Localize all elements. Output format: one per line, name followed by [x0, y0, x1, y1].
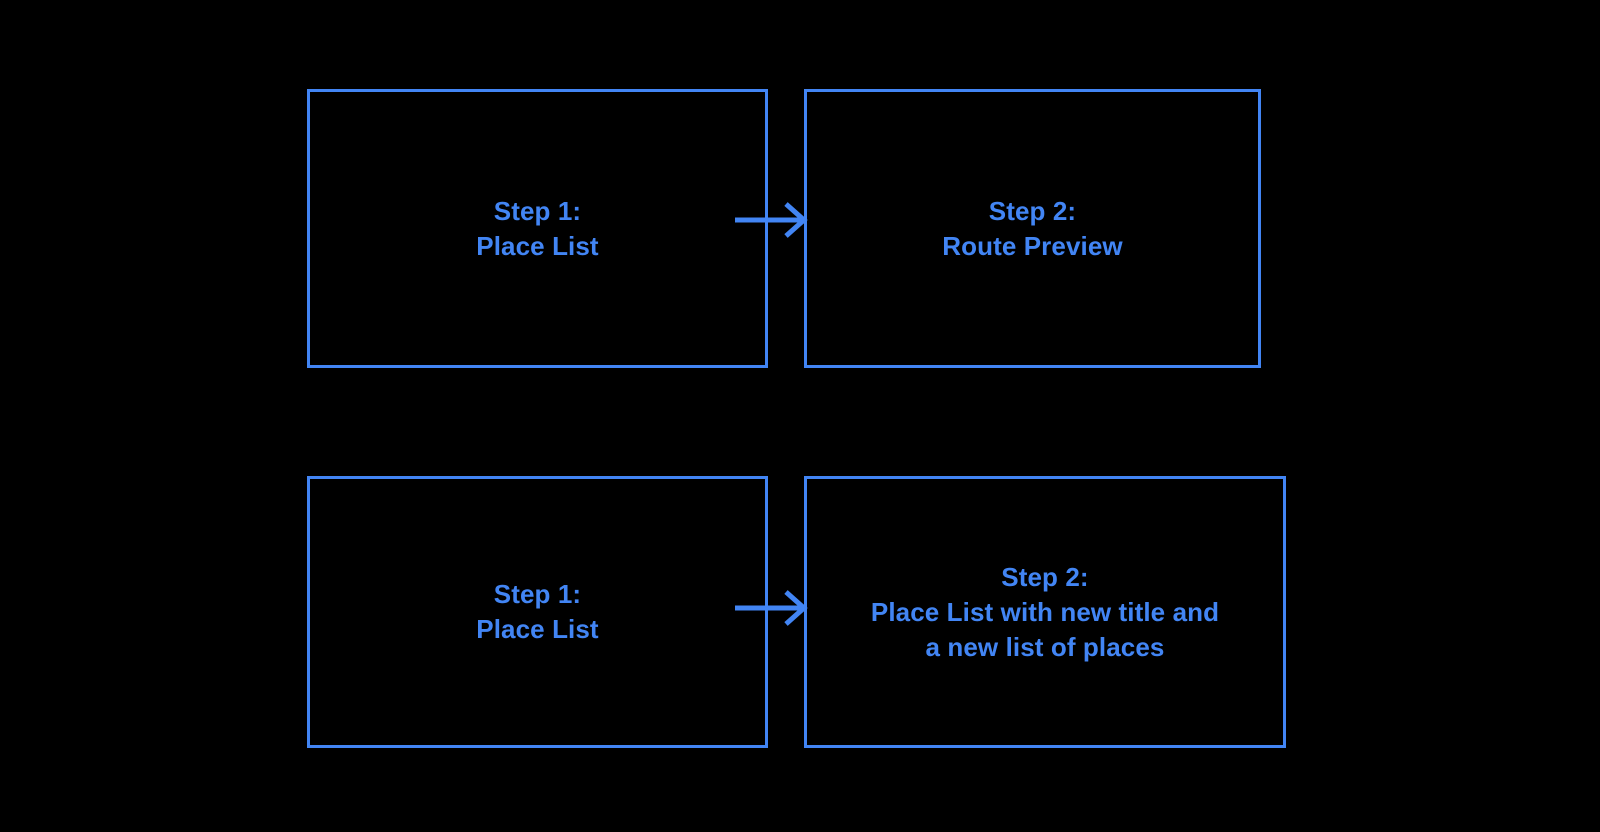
- step-box-label: Step 2: Place List with new title and a …: [870, 561, 1220, 662]
- step-box-2-place-list-updated[interactable]: Step 2: Place List with new title and a …: [804, 476, 1286, 748]
- step-box-label: Step 1: Place List: [476, 579, 599, 644]
- step-box-1-place-list[interactable]: Step 1: Place List: [307, 89, 768, 368]
- flow-row-place-list-update: Step 1: Place List Step 2: Place List wi…: [0, 476, 1600, 748]
- step-box-label: Step 1: Place List: [476, 195, 599, 261]
- step-box-label: Step 2: Route Preview: [942, 195, 1123, 261]
- step-box-1-place-list[interactable]: Step 1: Place List: [307, 476, 768, 748]
- flow-row-route-preview: Step 1: Place List Step 2: Route Preview: [0, 89, 1600, 368]
- step-box-2-route-preview[interactable]: Step 2: Route Preview: [804, 89, 1261, 368]
